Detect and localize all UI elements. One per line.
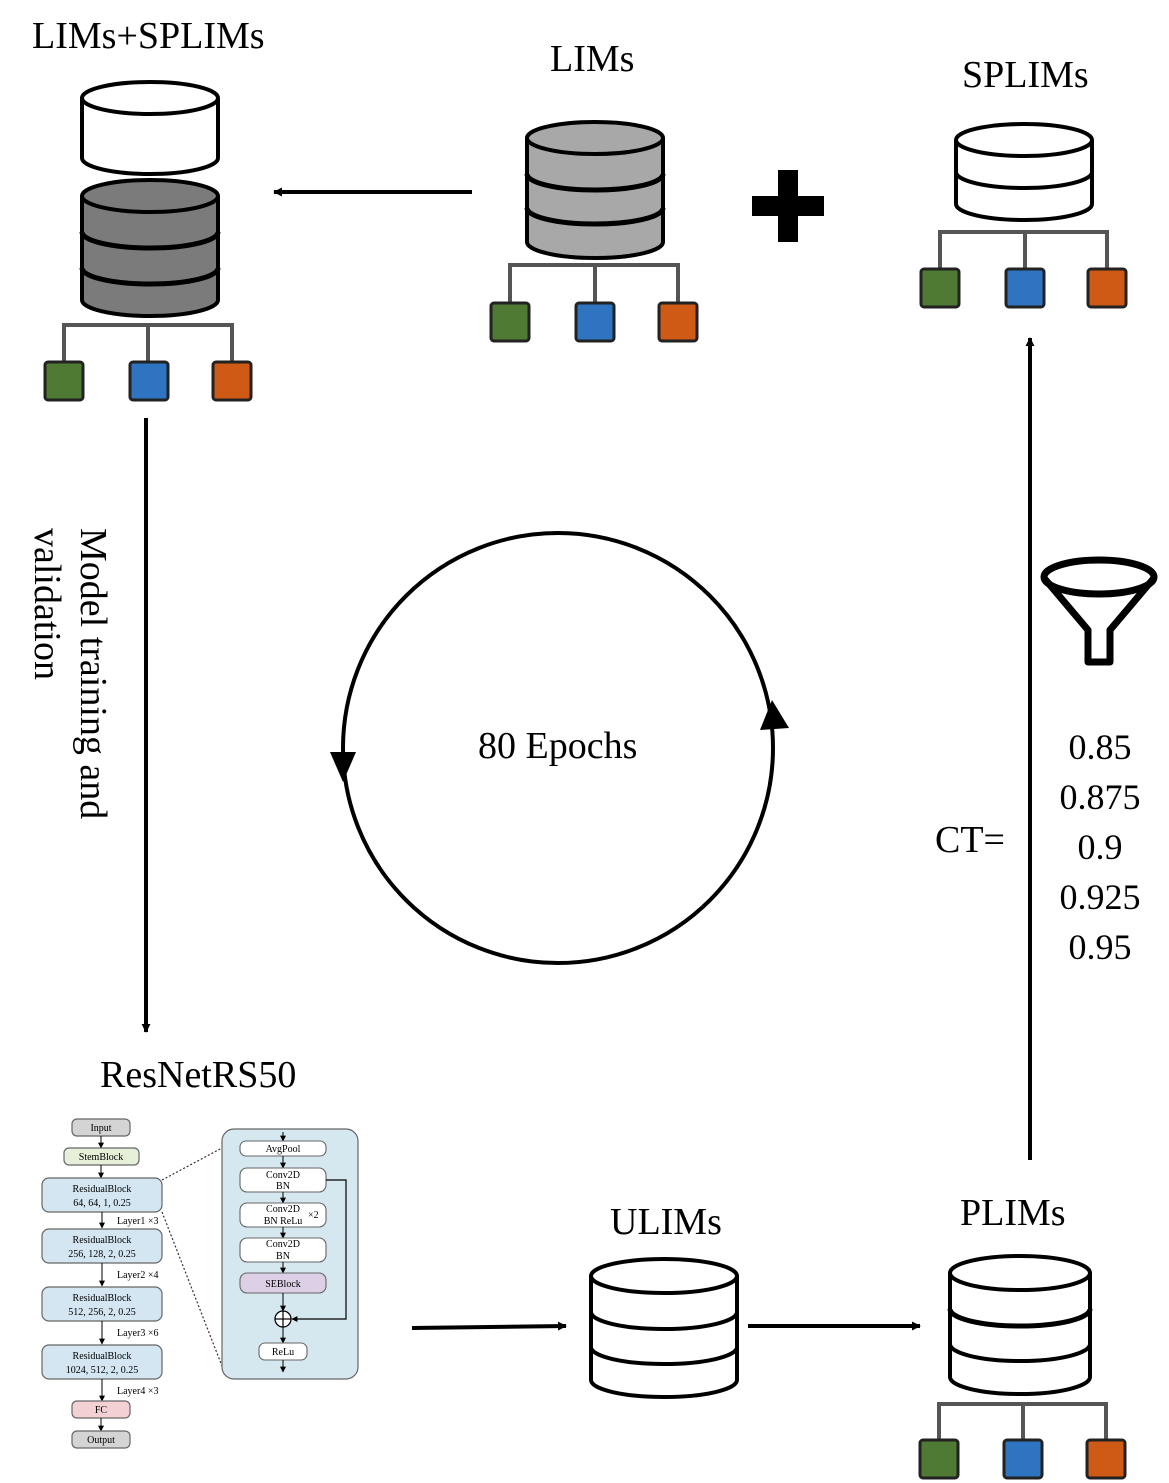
class-box-blue — [128, 360, 170, 402]
ulims-title: ULIMs — [610, 1201, 722, 1243]
svg-text:Output: Output — [87, 1435, 115, 1446]
cycle-arrowhead-left — [330, 752, 356, 782]
lims-splims-title: LIMs+SPLIMs — [32, 15, 265, 57]
svg-text:StemBlock: StemBlock — [79, 1152, 123, 1163]
class-box-green — [918, 1438, 960, 1480]
arrow-resnet-to-ulims — [411, 1321, 567, 1331]
ct-value: 0.875 — [1059, 777, 1141, 817]
ct-values: 0.85 0.875 0.9 0.925 0.95 — [1040, 722, 1160, 972]
lims-database-icon — [524, 120, 666, 260]
svg-text:BN: BN — [276, 1251, 290, 1262]
svg-text:ResidualBlock: ResidualBlock — [73, 1293, 132, 1304]
cycle-arrowhead-right — [760, 700, 789, 730]
class-box-green — [489, 301, 531, 343]
splims-title: SPLIMs — [962, 54, 1089, 96]
epochs-label: 80 Epochs — [478, 725, 638, 767]
class-box-orange — [1085, 1438, 1127, 1480]
ct-value: 0.9 — [1077, 827, 1123, 867]
ct-value: 0.95 — [1068, 927, 1132, 967]
svg-text:Conv2D: Conv2D — [266, 1239, 300, 1250]
svg-text:64, 64, 1, 0.25: 64, 64, 1, 0.25 — [73, 1198, 131, 1209]
svg-text:×2: ×2 — [308, 1210, 319, 1221]
svg-text:1024, 512, 2, 0.25: 1024, 512, 2, 0.25 — [66, 1365, 139, 1376]
ct-value: 0.925 — [1059, 877, 1141, 917]
svg-text:ResidualBlock: ResidualBlock — [73, 1235, 132, 1246]
splims-database-icon — [954, 122, 1094, 222]
class-box-blue — [1004, 267, 1046, 309]
plims-class-tree — [918, 1402, 1127, 1480]
class-box-orange — [211, 360, 253, 402]
svg-text:Layer3 ×6: Layer3 ×6 — [117, 1328, 158, 1339]
svg-text:Input: Input — [90, 1123, 111, 1134]
svg-text:BN ReLu: BN ReLu — [264, 1216, 303, 1227]
svg-text:AvgPool: AvgPool — [266, 1144, 301, 1155]
class-box-green — [919, 267, 961, 309]
ulims-database-icon — [589, 1257, 739, 1399]
svg-text:Conv2D: Conv2D — [266, 1204, 300, 1215]
svg-text:Layer4 ×3: Layer4 ×3 — [117, 1386, 158, 1397]
epoch-cycle — [330, 531, 789, 965]
svg-text:ResidualBlock: ResidualBlock — [73, 1184, 132, 1195]
plims-database-icon — [947, 1254, 1093, 1396]
svg-text:ResidualBlock: ResidualBlock — [73, 1351, 132, 1362]
output-block — [71, 1430, 131, 1449]
lims-splims-class-tree — [43, 323, 253, 402]
class-box-green — [43, 360, 85, 402]
training-label: Model training and validation — [26, 528, 114, 820]
svg-text:SEBlock: SEBlock — [265, 1279, 301, 1290]
resnet-architecture: Input StemBlock ResidualBlock 64, 64, 1,… — [41, 1118, 359, 1449]
class-box-orange — [1086, 267, 1128, 309]
svg-text:512, 256, 2, 0.25: 512, 256, 2, 0.25 — [68, 1307, 136, 1318]
plus-icon — [752, 170, 824, 242]
class-box-blue — [1002, 1438, 1044, 1480]
ct-label: CT= — [935, 819, 1005, 861]
svg-text:ReLu: ReLu — [272, 1347, 294, 1358]
svg-text:Layer2 ×4: Layer2 ×4 — [117, 1270, 158, 1281]
resnet-title: ResNetRS50 — [100, 1054, 297, 1096]
svg-text:256, 128, 2, 0.25: 256, 128, 2, 0.25 — [68, 1249, 136, 1260]
class-box-blue — [574, 301, 616, 343]
lims-class-tree — [489, 263, 699, 343]
svg-text:FC: FC — [95, 1405, 108, 1416]
svg-text:BN: BN — [276, 1181, 290, 1192]
lims-splims-database-icon — [79, 80, 221, 318]
class-box-orange — [657, 301, 699, 343]
svg-text:Layer1 ×3: Layer1 ×3 — [117, 1216, 158, 1227]
plims-title: PLIMs — [960, 1192, 1066, 1234]
splims-class-tree — [919, 230, 1128, 309]
lims-title: LIMs — [550, 38, 635, 80]
funnel-icon — [1040, 556, 1158, 666]
ct-value: 0.85 — [1068, 727, 1132, 767]
svg-text:Conv2D: Conv2D — [266, 1170, 300, 1181]
